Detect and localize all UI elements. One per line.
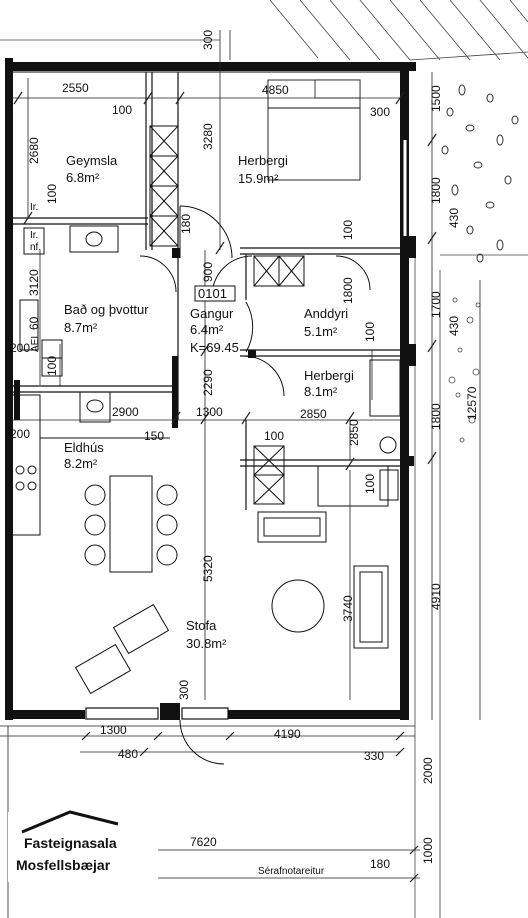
wardrobe-anddyri (253, 255, 305, 287)
room-area-gangur: 6.4m² (190, 322, 224, 337)
dimension-ticks (13, 91, 437, 883)
door-swings (139, 205, 371, 765)
garden-shrubs (441, 84, 519, 263)
dim-3740: 3740 (341, 595, 355, 622)
room-name-herbergi2: Herbergi (304, 368, 354, 383)
dim-2850-a: 2850 (300, 407, 327, 421)
site-hatching (0, 0, 528, 61)
dim-7620: 7620 (190, 835, 217, 849)
dim-100-f: 100 (45, 356, 59, 376)
unit-id: 0101 (198, 286, 227, 301)
dim-2850-b: 2850 (347, 419, 361, 446)
label-ir-1: Ir. (30, 202, 38, 213)
room-name-stofa: Stofa (186, 618, 217, 633)
dim-1700: 1700 (429, 291, 443, 318)
room-area-bad: 8.7m² (64, 320, 98, 335)
label-aei: AEI (30, 336, 41, 352)
dim-100-a: 100 (112, 103, 132, 117)
dim-4850: 4850 (262, 83, 289, 97)
dim-3120: 3120 (27, 269, 41, 296)
bed-herbergi (267, 79, 361, 181)
dim-330: 330 (364, 749, 384, 763)
room-name-eldhus: Eldhús (64, 440, 104, 455)
dim-3280: 3280 (201, 123, 215, 150)
dim-2550: 2550 (62, 81, 89, 95)
wardrobe-geymsla (149, 125, 179, 247)
label-nf: nf. (30, 242, 41, 253)
unit-id-box (194, 285, 236, 302)
room-volume-gangur: K=69.45 (190, 340, 239, 355)
dim-900: 900 (201, 262, 215, 282)
room-area-eldhus: 8.2m² (64, 456, 98, 471)
wardrobe-herbergi (253, 445, 285, 505)
dim-4910: 4910 (429, 583, 443, 610)
room-area-herbergi2: 8.1m² (304, 384, 338, 399)
agency-logo: Fasteignasala Mosfellsbæjar (8, 810, 158, 882)
door-south (181, 707, 229, 720)
logo-line-1: Fasteignasala (24, 835, 117, 851)
room-name-anddyri: Anddyri (304, 306, 348, 321)
label-ir-2: Ir. (30, 230, 38, 241)
living-furniture (74, 511, 389, 695)
dim-4190: 4190 (274, 727, 301, 741)
dim-300-top: 300 (201, 30, 215, 50)
dim-2680: 2680 (27, 137, 41, 164)
dim-1300-a: 1300 (196, 405, 223, 419)
label-serafnotareitur: Sérafnotareitur (258, 866, 325, 877)
room-name-bad: Bað og þvottur (64, 302, 149, 317)
dim-1500: 1500 (429, 85, 443, 112)
dim-1800-c: 1800 (429, 403, 443, 430)
dim-2000: 2000 (421, 757, 435, 784)
dim-200-a: 200 (10, 341, 30, 355)
room-area-herbergi1: 15.9m² (238, 171, 279, 186)
dim-150: 150 (144, 429, 164, 443)
room-area-stofa: 30.8m² (186, 636, 227, 651)
dim-100-c: 100 (45, 184, 59, 204)
dining-table (84, 475, 178, 573)
dim-1800-a: 1800 (429, 177, 443, 204)
exterior-walls (5, 58, 416, 720)
logo-line-2: Mosfellsbæjar (16, 857, 111, 873)
dim-1300-b: 1300 (100, 723, 127, 737)
dim-200-b: 200 (10, 427, 30, 441)
room-name-gangur: Gangur (190, 306, 234, 321)
pebble-strip (448, 297, 481, 443)
room-area-anddyri: 5.1m² (304, 324, 338, 339)
dim-60: 60 (27, 316, 41, 330)
dim-1800-b: 1800 (341, 277, 355, 304)
dim-1000: 1000 (421, 837, 435, 864)
room-name-geymsla: Geymsla (66, 153, 118, 168)
room-name-herbergi1: Herbergi (238, 153, 288, 168)
roof-icon (21, 810, 119, 834)
dim-100-d: 100 (341, 220, 355, 240)
dim-5320: 5320 (201, 555, 215, 582)
herbergi2-fixtures (317, 359, 401, 507)
dim-100-h: 100 (363, 474, 377, 494)
window-south (85, 707, 159, 720)
dim-180: 180 (179, 214, 193, 234)
dim-2900: 2900 (112, 405, 139, 419)
dimension-lines (0, 30, 481, 879)
dim-100-e: 100 (363, 322, 377, 342)
dim-430-b: 430 (447, 316, 461, 336)
room-area-geymsla: 6.8m² (66, 170, 100, 185)
bathroom-fixtures (19, 225, 119, 377)
dim-12570: 12570 (465, 386, 479, 420)
dim-300-c: 300 (177, 680, 191, 700)
dim-100-g: 100 (264, 429, 284, 443)
dim-430-a: 430 (447, 208, 461, 228)
dim-300-b: 300 (370, 105, 390, 119)
kitchen-counter (11, 391, 170, 536)
dim-480: 480 (118, 747, 138, 761)
dim-180-b: 180 (370, 857, 390, 871)
dim-2290: 2290 (201, 369, 215, 396)
